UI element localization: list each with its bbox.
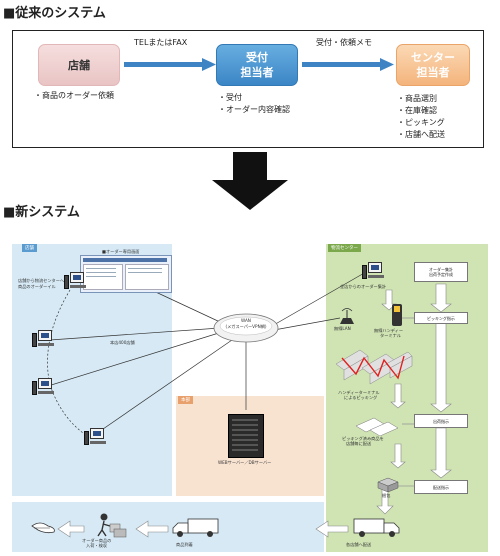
wireless-ap-icon — [340, 308, 354, 324]
slip-desc-line1: ピッキング済み商品を — [342, 436, 384, 441]
store-label: 店舗 — [68, 58, 90, 72]
store-desc-line2: 商品のオーダーイル — [18, 284, 56, 289]
truck-outbound-icon — [353, 518, 400, 537]
reception-label-line2: 担当者 — [240, 66, 274, 79]
store-pc-1-icon — [64, 272, 88, 294]
step-order-collect-line2: 出荷予定作成 — [429, 272, 453, 277]
step-picking: ピッキング指示 — [414, 312, 468, 324]
arrow1-icon — [124, 58, 216, 71]
server-icon — [228, 414, 264, 458]
step-delivery: 配送指示 — [414, 480, 468, 494]
center-label-line2: 担当者 — [416, 66, 450, 79]
receive-label-line2: 入荷・検収 — [86, 543, 107, 548]
center-note-3: ・ピッキング — [397, 118, 445, 127]
goods-icon — [31, 522, 55, 534]
store-desc-line1: 店舗から物流センターへ — [18, 278, 65, 283]
branch-count-label: 本店400店舗 — [110, 340, 135, 345]
picking-racks-icon — [335, 349, 413, 385]
store-pc-3-icon — [32, 378, 56, 400]
center-note-4: ・店舗へ配送 — [397, 130, 445, 139]
handy-terminal-icon — [392, 304, 402, 326]
reception-note-1: ・受付 — [218, 93, 242, 102]
step-delivery-label: 配送指示 — [433, 484, 449, 490]
wireless-label: 無線LAN — [334, 326, 351, 331]
store-pc-4-icon — [84, 428, 108, 450]
arrow2-icon — [302, 58, 394, 71]
center-box: センター 担当者 — [396, 44, 470, 86]
step-shipping: 出荷指示 — [414, 414, 468, 428]
wan-cloud-icon — [213, 313, 279, 343]
arrow1-label: TELまたはFAX — [134, 38, 188, 47]
reception-label-line1: 受付 — [246, 51, 268, 64]
old-system-title: ■従来のシステム — [3, 6, 106, 21]
center-label-line1: センター — [411, 51, 455, 64]
center-note-1: ・商品選別 — [397, 94, 437, 103]
slip-desc-line2: 店舗毎に配送 — [346, 441, 372, 446]
order-collect-label: 全店からのオーダー集計 — [340, 284, 387, 289]
logistics-zone — [326, 244, 488, 552]
logistics-pc-icon — [362, 262, 386, 282]
worker-boxes-icon — [97, 513, 127, 538]
reception-box: 受付 担当者 — [216, 44, 298, 86]
order-screen-title: ■オーダー専用画面 — [102, 249, 140, 254]
wan-label-line2: (メガスーパーVPN網) — [225, 324, 267, 329]
store-zone-tab: 店舗 — [22, 244, 37, 252]
step-order-collect: オーダー集計 出荷予定作成 — [414, 262, 468, 282]
center-note-2: ・在庫確認 — [397, 106, 437, 115]
receive-label-line1: オーダー商品の — [82, 538, 112, 543]
step-shipping-label: 出荷指示 — [433, 418, 449, 424]
store-note: ・商品のオーダー依頼 — [34, 91, 114, 100]
picking-desc-line1: ハンディーターミナル — [338, 390, 380, 395]
wan-label-line1: WAN — [241, 318, 251, 323]
step-picking-label: ピッキング指示 — [427, 315, 455, 321]
step-order-collect-line1: オーダー集計 — [429, 267, 453, 272]
store-pc-2-icon — [32, 330, 56, 352]
order-screen-image — [80, 255, 172, 293]
handy-label-line1: 無線ハンディー — [374, 328, 404, 333]
logistics-zone-tab: 物流センター — [328, 244, 361, 252]
truck2-label: 各店舗へ配送 — [346, 542, 372, 547]
truck-arrival-icon — [172, 518, 219, 537]
server-label: WEBサーバー／DBサーバー — [218, 460, 272, 465]
transition-arrow-icon — [212, 152, 288, 210]
new-system-title: ■新システム — [3, 205, 80, 220]
truck1-label: 商品到着 — [176, 542, 193, 547]
picking-desc-line2: によるピッキング — [344, 395, 378, 400]
store-box: 店舗 — [38, 44, 120, 86]
handy-label-line2: ターミナル — [380, 333, 401, 338]
reception-note-2: ・オーダー内容確認 — [218, 105, 290, 114]
pack-box-icon — [377, 477, 399, 492]
hq-zone-tab: 本部 — [178, 396, 193, 404]
pack-label: 梱包 — [382, 493, 391, 498]
slips-icon — [355, 417, 399, 436]
arrow2-label: 受付・依頼メモ — [316, 38, 372, 47]
